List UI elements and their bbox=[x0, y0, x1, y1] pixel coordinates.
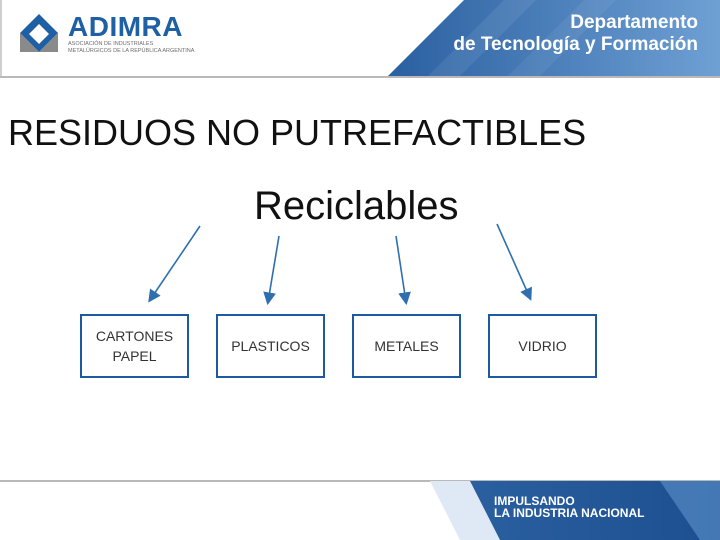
slide-header: ADIMRA Asociación de Industriales Metalú… bbox=[0, 0, 720, 78]
category-label: METALES bbox=[374, 338, 439, 354]
category-box-metales: METALES bbox=[352, 314, 461, 378]
category-box-cartones: CARTONES PAPEL bbox=[80, 314, 189, 378]
category-label: PLASTICOS bbox=[231, 338, 310, 354]
category-box-plasticos: PLASTICOS bbox=[216, 314, 325, 378]
slide-subtitle: Reciclables bbox=[254, 184, 459, 228]
department-banner bbox=[386, 0, 720, 78]
adimra-logo-icon bbox=[20, 14, 58, 52]
category-label: VIDRIO bbox=[518, 338, 567, 354]
category-box-vidrio: VIDRIO bbox=[488, 314, 597, 378]
logo-name: ADIMRA bbox=[68, 11, 183, 42]
footer-line-1: IMPULSANDO bbox=[494, 494, 575, 508]
arrow-to-plasticos bbox=[263, 235, 280, 306]
footer-banner bbox=[430, 481, 720, 540]
slide-title: RESIDUOS NO PUTREFACTIBLES bbox=[8, 112, 587, 153]
footer-slogan: IMPULSANDO LA INDUSTRIA NACIONAL bbox=[494, 495, 644, 519]
header-divider bbox=[0, 76, 720, 78]
footer-divider bbox=[0, 480, 720, 482]
footer-line-2: LA INDUSTRIA NACIONAL bbox=[494, 506, 645, 520]
category-label: CARTONES bbox=[95, 328, 174, 344]
department-line-1: Departamento bbox=[570, 12, 698, 33]
department-line-2: de Tecnología y Formación bbox=[453, 34, 698, 55]
arrow-to-vidrio bbox=[496, 223, 532, 301]
logo-subtitle: Asociación de Industriales Metalúrgicos … bbox=[68, 41, 195, 54]
arrow-to-cartones bbox=[148, 225, 201, 303]
department-title: Departamento de Tecnología y Formación bbox=[453, 12, 698, 56]
header-edge bbox=[0, 0, 2, 78]
category-label: PAPEL bbox=[112, 348, 157, 364]
arrow-to-metales bbox=[395, 235, 411, 306]
